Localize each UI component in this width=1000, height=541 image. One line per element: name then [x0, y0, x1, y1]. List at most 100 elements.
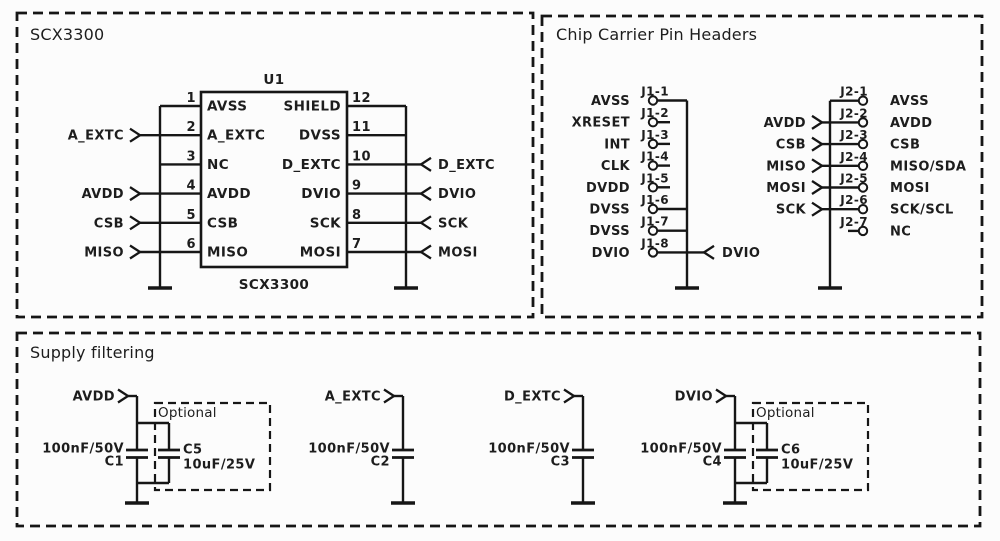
- pin-name: D_EXTC: [282, 157, 341, 173]
- pin-name: AVDD: [207, 186, 251, 202]
- header-pin-signal: CLK: [601, 159, 631, 174]
- net-connector-label: SCK: [438, 216, 469, 231]
- net-connector-label: MISO: [84, 246, 124, 261]
- pin-number: 12: [352, 91, 371, 106]
- header-pin-circle-icon: [647, 225, 659, 236]
- pin-number: 11: [352, 120, 371, 135]
- header-pin-circle-icon: [647, 160, 659, 171]
- pin-name: A_EXTC: [207, 128, 265, 144]
- header-pin-ref: J1-4: [640, 150, 669, 164]
- header-pin-circle-icon: [647, 95, 659, 106]
- header-pin-signal: DVIO: [592, 246, 630, 261]
- net-connector-arrow-icon: [715, 388, 729, 404]
- header-pin-circle-icon: [857, 225, 869, 237]
- net-connector-label: MOSI: [438, 246, 478, 261]
- capacitor-ref: C4: [703, 455, 722, 470]
- net-connector-label: D_EXTC: [438, 158, 495, 173]
- header-pin-circle-icon: [647, 247, 659, 258]
- capacitor-value: 100nF/50V: [42, 442, 124, 457]
- net-connector-label: A_EXTC: [68, 129, 124, 144]
- header-pin-ref: J2-3: [839, 128, 868, 142]
- net-connector-arrow-icon: [811, 201, 825, 217]
- pin-number: 7: [352, 237, 361, 252]
- net-connector-label: DVIO: [438, 187, 476, 202]
- header-pin-ref: J2-2: [839, 106, 868, 120]
- pin-number: 2: [187, 120, 196, 135]
- capacitor-ref: C6: [781, 443, 800, 458]
- header-pin-signal: DVSS: [589, 224, 630, 239]
- pin-name: CSB: [207, 215, 238, 231]
- header-pin-circle-icon: [647, 203, 659, 215]
- pin-number: 3: [187, 149, 196, 164]
- header-pin-ref: J2-1: [839, 85, 868, 99]
- net-connector-arrow-icon: [811, 136, 825, 152]
- capacitor-value: 100nF/50V: [308, 442, 390, 457]
- capacitor-value: 10uF/25V: [781, 458, 853, 473]
- net-connector-arrow-icon: [129, 186, 143, 202]
- optional-box: [153, 401, 272, 492]
- header-pin-ref: J2-4: [839, 150, 868, 164]
- header-j2: J2-1AVSSJ2-2AVDDAVDDJ2-3CSBCSBJ2-4MISO/S…: [764, 85, 966, 290]
- pin-name: NC: [207, 157, 229, 173]
- net-connector-label: D_EXTC: [504, 390, 561, 405]
- header-pin-signal: XRESET: [572, 116, 630, 131]
- capacitor-value: 100nF/50V: [640, 442, 722, 457]
- chip-refdes-label: U1: [263, 72, 284, 88]
- net-connector-label: CSB: [94, 216, 124, 231]
- header-pin-circle-icon: [857, 182, 869, 193]
- header-pin-signal: AVSS: [591, 94, 630, 109]
- net-connector-arrow-icon: [129, 127, 143, 143]
- pin-number: 6: [187, 237, 196, 252]
- header-pin-ref: J2-5: [839, 172, 868, 186]
- header-pin-ref: J1-3: [640, 128, 669, 142]
- header-j1: J1-1AVSSJ1-2XRESETJ1-3INTJ1-4CLKJ1-5DVDD…: [572, 85, 760, 290]
- capacitor-ref: C1: [105, 455, 124, 470]
- net-connector-label: AVDD: [73, 390, 115, 405]
- net-connector-label: CSB: [776, 138, 806, 153]
- header-pin-circle-icon: [857, 160, 869, 172]
- net-connector-arrow-icon: [383, 388, 397, 404]
- header-pin-circle-icon: [857, 204, 869, 215]
- pin-number: 5: [187, 208, 196, 223]
- header-pin-ref: J1-5: [640, 171, 669, 185]
- pin-name: MOSI: [300, 245, 341, 261]
- header-pin-signal: MOSI: [890, 181, 930, 196]
- pin-name: SHIELD: [284, 99, 341, 115]
- header-pin-ref: J1-6: [640, 193, 669, 207]
- header-pin-signal: AVDD: [890, 116, 932, 131]
- capacitor-value: 100nF/50V: [488, 442, 570, 457]
- pin-number: 8: [352, 208, 361, 223]
- pin-name: AVSS: [207, 99, 247, 115]
- net-connector-arrow-icon: [811, 180, 825, 195]
- net-connector-arrow-icon: [117, 388, 131, 404]
- net-connector-label: DVIO: [675, 390, 713, 405]
- optional-label: Optional: [756, 405, 815, 421]
- header-pin-signal: INT: [604, 137, 630, 152]
- pin-number: 4: [187, 179, 196, 194]
- net-connector-arrow-icon: [418, 244, 432, 260]
- section-title-scx3300: SCX3300: [30, 25, 104, 44]
- net-connector-arrow-icon: [129, 244, 143, 260]
- net-connector-arrow-icon: [129, 215, 143, 231]
- header-pin-ref: J1-2: [640, 106, 669, 120]
